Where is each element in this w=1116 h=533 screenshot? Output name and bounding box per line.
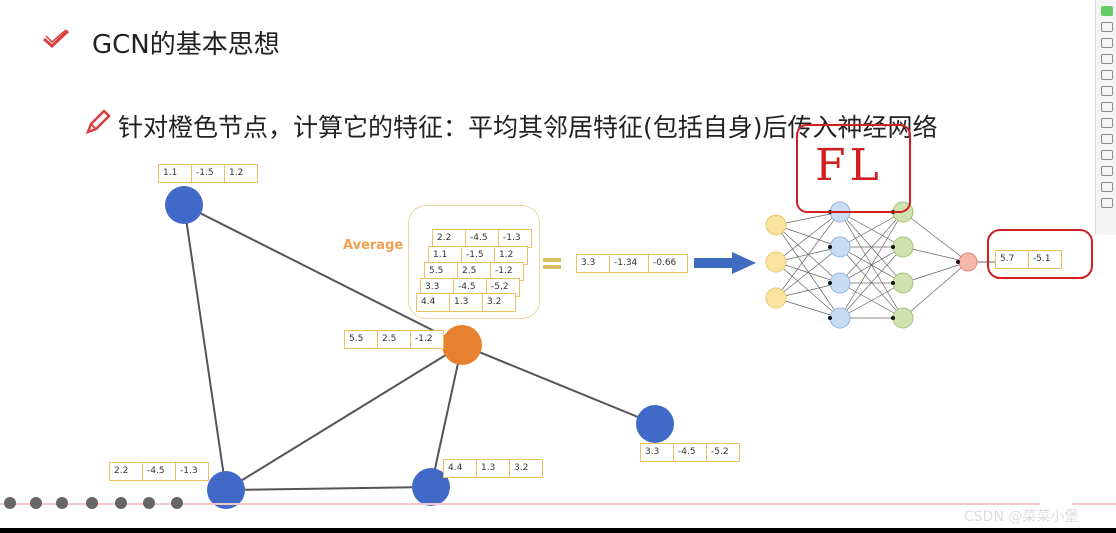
tool-undo[interactable] [1101, 166, 1113, 176]
nn-neuron [892, 307, 914, 329]
nn-edge [775, 211, 841, 226]
nn-neuron-input-dot [828, 281, 832, 285]
nn-neuron [765, 251, 787, 273]
tool-line[interactable] [1101, 38, 1113, 48]
nn-edge [839, 211, 904, 319]
nn-edge [902, 261, 969, 319]
feature-right: 3.3 -4.5 -5.2 [640, 443, 740, 462]
nn-edge [775, 224, 841, 319]
edge [183, 204, 227, 491]
bottom-edge [0, 528, 1116, 533]
tool-arrow[interactable] [1101, 86, 1113, 96]
feature-top: 1.1 -1.5 1.2 [158, 164, 258, 183]
edge [225, 486, 432, 491]
nn-neuron-input-dot [956, 260, 960, 264]
nn-edge [902, 261, 969, 284]
feature-output: 5.7 -5.1 [995, 250, 1062, 269]
nn-edge [775, 261, 841, 319]
nn-neuron [958, 252, 978, 272]
nn-edge [775, 282, 841, 299]
pencil-icon [85, 109, 111, 135]
node-bottom-left [207, 471, 245, 509]
annotation-toolbar [1095, 0, 1116, 235]
nn-edge [775, 224, 841, 248]
blank-area [1040, 440, 1072, 515]
nn-edge [839, 246, 904, 319]
feature-bottom-mid: 4.4 1.3 3.2 [443, 459, 543, 478]
next-slide-button[interactable] [30, 497, 42, 509]
nn-neuron [892, 236, 914, 258]
check-icon [43, 29, 70, 49]
arrow-shaft [694, 258, 732, 268]
nn-edge [775, 211, 841, 263]
nn-neuron-input-dot [891, 281, 895, 285]
feature-average: 3.3 -1.34 -0.66 [576, 254, 688, 273]
stack-bracket [408, 205, 540, 319]
tool-pen[interactable] [1101, 22, 1113, 32]
nn-neuron [829, 307, 851, 329]
more-button[interactable] [171, 497, 183, 509]
average-label: Average [343, 238, 404, 253]
nn-edge [839, 211, 904, 284]
tool-eraser[interactable] [1101, 134, 1113, 144]
node-top [165, 186, 203, 224]
nn-neuron-input-dot [891, 245, 895, 249]
edge [183, 204, 463, 346]
nn-neuron-input-dot [828, 245, 832, 249]
nn-edge [775, 224, 841, 284]
watermark: CSDN @菜菜小堡 [964, 509, 1079, 525]
nn-neuron [765, 287, 787, 309]
nn-neuron [829, 236, 851, 258]
edge [461, 344, 656, 425]
nn-edge [839, 211, 904, 248]
arrow-head [732, 252, 756, 274]
fc-box [796, 124, 911, 213]
node-bottom-mid [412, 468, 450, 506]
nn-neuron [892, 272, 914, 294]
nn-edge [839, 282, 904, 319]
tool-move[interactable] [1101, 150, 1113, 160]
nn-neuron-input-dot [891, 316, 895, 320]
zoom-button[interactable] [86, 497, 98, 509]
nn-neuron [765, 214, 787, 236]
nn-edge [775, 297, 841, 319]
camera-button[interactable] [115, 497, 127, 509]
output-box [987, 229, 1093, 279]
nn-edge [902, 211, 969, 263]
node-right [636, 405, 674, 443]
feature-orange: 5.5 2.5 -1.2 [344, 330, 444, 349]
tool-save[interactable] [1101, 198, 1113, 208]
presentation-divider [0, 503, 1116, 505]
nn-neuron-input-dot [828, 316, 832, 320]
pen-tool-button[interactable] [56, 497, 68, 509]
nn-neuron [829, 272, 851, 294]
prev-slide-button[interactable] [4, 497, 16, 509]
tool-ellipse[interactable] [1101, 70, 1113, 80]
nn-edge [902, 246, 969, 263]
tool-color[interactable] [1101, 6, 1113, 16]
page-title: GCN的基本思想 [92, 30, 280, 60]
edge [430, 344, 463, 488]
node-orange [442, 325, 482, 365]
tool-rect[interactable] [1101, 54, 1113, 64]
tool-clear[interactable] [1101, 182, 1113, 192]
feature-bottom-left: 2.2 -4.5 -1.3 [109, 462, 209, 481]
tool-text[interactable] [1101, 118, 1113, 128]
stack-feature-row: 3.3-4.5-5.2 [420, 278, 520, 297]
nn-edge [775, 211, 841, 299]
tool-check[interactable] [1101, 102, 1113, 112]
nn-edge [775, 246, 841, 299]
subtitle-button[interactable] [143, 497, 155, 509]
edge [225, 344, 463, 491]
fc-label: FL [815, 140, 883, 191]
